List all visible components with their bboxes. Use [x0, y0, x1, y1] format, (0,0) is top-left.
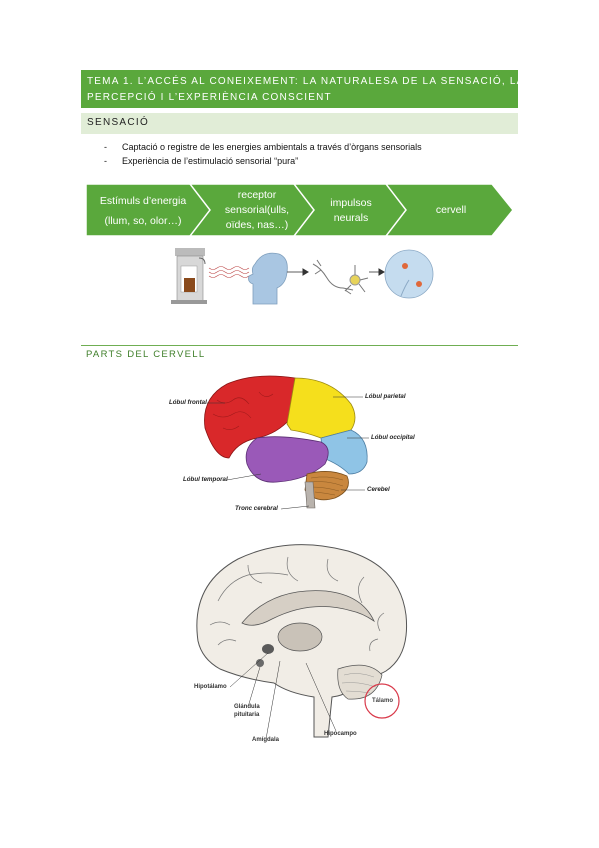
process-chevrons	[86, 184, 514, 236]
process-step-4-label: cervell	[408, 203, 494, 218]
head-icon	[248, 252, 288, 305]
step-1-line-1: Estímuls d’energia	[99, 195, 187, 207]
corpus-callosum	[241, 590, 375, 626]
label-amygdala: Amígdala	[252, 737, 280, 743]
step-2-line-3: oïdes, nas…)	[225, 219, 289, 231]
label-occipital-lobe: Lóbul occipital	[371, 434, 415, 441]
brain-sagittal-view	[196, 544, 408, 740]
cerebellum-sagittal	[337, 664, 383, 700]
label-hippocampus: Hipocampo	[324, 731, 357, 737]
process-step-1-label: Estímuls d’energia (llum, so, olor…)	[88, 194, 198, 229]
brain-stem	[304, 481, 316, 509]
bullet-text: Experiència de l’estimulació sensorial “…	[122, 156, 299, 166]
coffee-machine-icon	[171, 248, 207, 304]
sensation-process-diagram: Estímuls d’energia (llum, so, olor…) rec…	[86, 184, 514, 236]
frontal-lobe	[204, 375, 296, 459]
thalamus-highlight-circle	[364, 683, 400, 719]
thalamus-area	[277, 622, 323, 652]
label-thalamus: Tálamo	[372, 698, 394, 704]
hypothalamus-area	[262, 644, 274, 654]
bullet-list: - Captació o registre de les energies am…	[104, 142, 524, 170]
occipital-lobe	[320, 429, 368, 475]
label-brain-stem: Tronc cerebral	[235, 505, 278, 512]
step-2-line-2: sensorial(ulls,	[224, 204, 290, 216]
section-divider	[81, 345, 518, 346]
brain-lobes-figure: Lóbul frontal Lóbul parietal Lóbul occip…	[165, 370, 415, 516]
label-pituitary-line-2: pituitaria	[234, 712, 260, 718]
label-parietal-lobe: Lóbul parietal	[365, 393, 406, 400]
process-step-2-label: receptor sensorial(ulls, oïdes, nas…)	[210, 188, 304, 233]
brain-icon	[384, 249, 434, 299]
brain-sagittal-figure: Hipotálamo Glándula pituitaria Amígdala …	[188, 541, 410, 751]
brain-lateral-view	[204, 375, 369, 510]
chapter-title-line-1: TEMA 1. L’ACCÉS AL CONEIXEMENT: LA NATUR…	[87, 76, 525, 87]
bullet-text: Captació o registre de les energies ambi…	[122, 142, 422, 152]
chevron-step-2	[189, 184, 317, 236]
neuron-icon	[312, 259, 369, 295]
chapter-title-line-2: PERCEPCIÓ I L’EXPERIÈNCIA CONSCIENT	[87, 92, 332, 103]
label-cerebellum: Cerebel	[367, 486, 390, 493]
label-pituitary-line-1: Glándula	[234, 704, 260, 710]
section-header-sensacio: SENSACIÓ	[81, 113, 518, 134]
parietal-lobe	[286, 377, 356, 439]
section-title: SENSACIÓ	[87, 117, 150, 128]
perception-illustration	[165, 244, 437, 308]
list-item: - Experiència de l’estimulació sensorial…	[104, 156, 524, 170]
stimulus-to-brain-figure	[171, 248, 434, 305]
bullet-dash: -	[104, 142, 107, 152]
step-3-line-2: neurals	[333, 212, 369, 224]
chevron-step-3	[293, 184, 409, 236]
arrow-icon	[369, 268, 385, 276]
label-hypothalamus: Hipotálamo	[194, 684, 227, 690]
parts-section-title: PARTS DEL CERVELL	[86, 349, 206, 360]
process-step-3-label: impulsos neurals	[312, 196, 390, 226]
label-frontal-lobe: Lóbul frontal	[169, 399, 207, 406]
step-3-line-1: impulsos	[330, 197, 372, 209]
odor-waves-icon	[208, 266, 250, 278]
step-1-line-2: (llum, so, olor…)	[104, 215, 182, 227]
label-temporal-lobe: Lóbul temporal	[183, 476, 228, 483]
chapter-title-banner: TEMA 1. L’ACCÉS AL CONEIXEMENT: LA NATUR…	[81, 70, 523, 108]
list-item: - Captació o registre de les energies am…	[104, 142, 524, 156]
step-4-line-1: cervell	[435, 204, 467, 216]
pituitary-area	[256, 659, 264, 667]
bullet-dash: -	[104, 156, 107, 166]
step-2-line-1: receptor	[237, 189, 277, 201]
chevron-step-4	[385, 184, 514, 236]
arrow-icon	[287, 268, 309, 276]
